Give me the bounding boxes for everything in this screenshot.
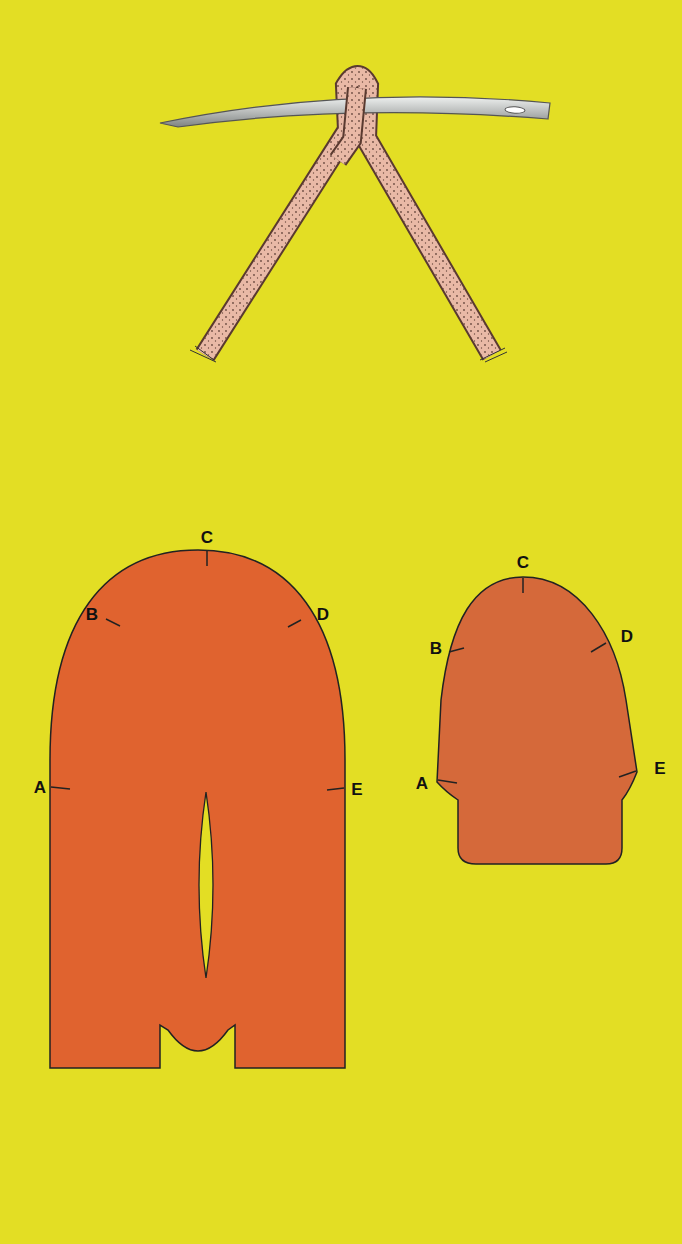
point-label: D (317, 606, 329, 623)
point-label: A (34, 779, 46, 796)
tick-mark (438, 578, 636, 783)
point-label: C (201, 529, 213, 546)
point-label: B (86, 606, 98, 623)
large-flap (50, 550, 345, 1068)
point-label: D (621, 628, 633, 645)
flap-slit (199, 792, 213, 978)
point-label: B (430, 640, 442, 657)
small-flap (437, 577, 637, 864)
point-label: C (517, 554, 529, 571)
point-label: A (416, 775, 428, 792)
point-label: E (654, 760, 665, 777)
thread-end (190, 346, 507, 362)
tick-mark (51, 551, 344, 790)
suture-thread (338, 88, 357, 160)
point-label: E (351, 781, 362, 798)
